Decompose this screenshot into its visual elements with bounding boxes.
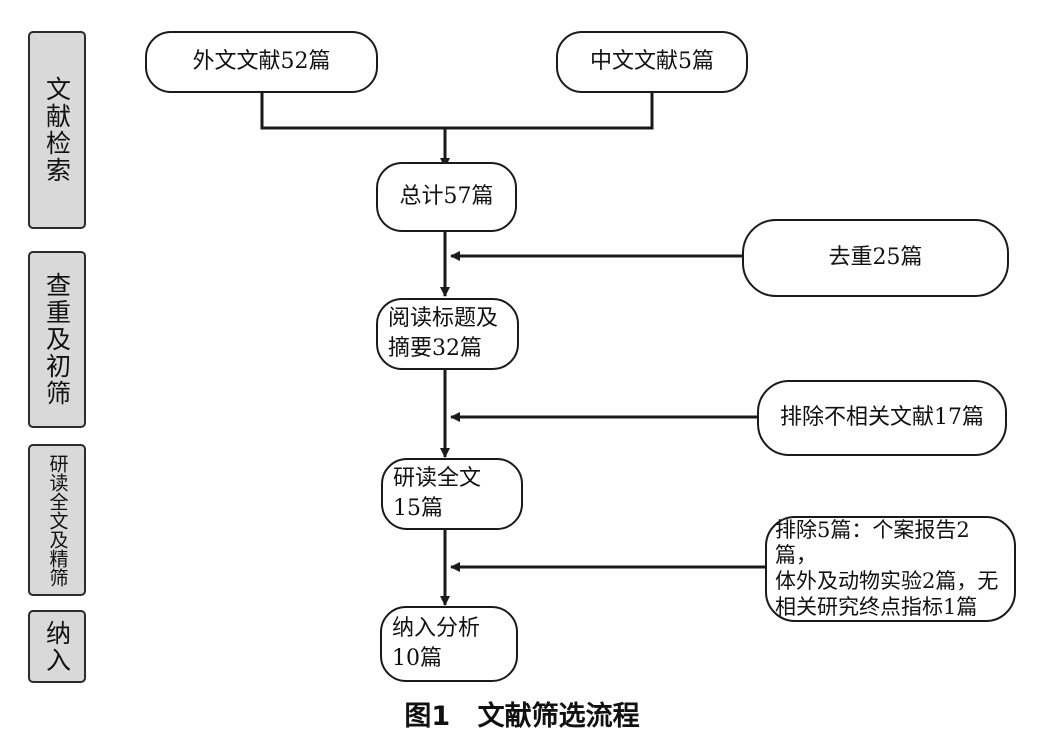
included-line1: 纳入分析 <box>392 615 481 641</box>
exclude-detail-line1: 排除5篇：个案报告2篇， <box>775 517 970 568</box>
stage-label: 查重及初筛 <box>42 272 72 407</box>
foreign-literature-box: 外文文献52篇 <box>145 31 378 93</box>
stage-label: 纳入 <box>42 619 72 674</box>
foreign-literature-text: 外文文献52篇 <box>192 48 331 74</box>
exclude-detail-line2: 体外及动物实验2篇，无 <box>775 569 999 593</box>
fulltext-line2: 15篇 <box>393 496 443 521</box>
fulltext-box: 研读全文 15篇 <box>381 458 523 530</box>
dedup-box: 去重25篇 <box>742 219 1009 297</box>
stage-dedup-screening: 查重及初筛 <box>28 251 86 428</box>
total-box: 总计57篇 <box>376 162 517 232</box>
chinese-literature-text: 中文文献5篇 <box>590 48 714 74</box>
dedup-text: 去重25篇 <box>828 244 923 270</box>
exclude-detail-line3: 相关研究终点指标1篇 <box>775 594 978 619</box>
title-abstract-line2: 摘要32篇 <box>388 336 482 361</box>
stage-literature-search: 文献检索 <box>28 31 86 229</box>
merge-connector <box>260 92 654 130</box>
exclude-irrelevant-text: 排除不相关文献17篇 <box>780 404 984 430</box>
included-line2: 10篇 <box>392 646 442 671</box>
exclude-irrelevant-box: 排除不相关文献17篇 <box>757 380 1007 456</box>
included-box: 纳入分析 10篇 <box>380 606 518 682</box>
chinese-literature-box: 中文文献5篇 <box>556 31 748 93</box>
stage-label: 研读全文及精筛 <box>46 453 69 587</box>
title-abstract-box: 阅读标题及 摘要32篇 <box>376 298 519 370</box>
stage-fulltext-screening: 研读全文及精筛 <box>28 444 86 596</box>
exclude-detail-box: 排除5篇：个案报告2篇， 体外及动物实验2篇，无 相关研究终点指标1篇 <box>765 516 1016 622</box>
total-text: 总计57篇 <box>399 183 494 209</box>
stage-inclusion: 纳入 <box>28 610 86 683</box>
title-abstract-line1: 阅读标题及 <box>388 305 499 331</box>
fulltext-line1: 研读全文 <box>393 465 482 491</box>
stage-label: 文献检索 <box>42 76 72 184</box>
figure-caption: 图1 文献筛选流程 <box>404 701 640 732</box>
